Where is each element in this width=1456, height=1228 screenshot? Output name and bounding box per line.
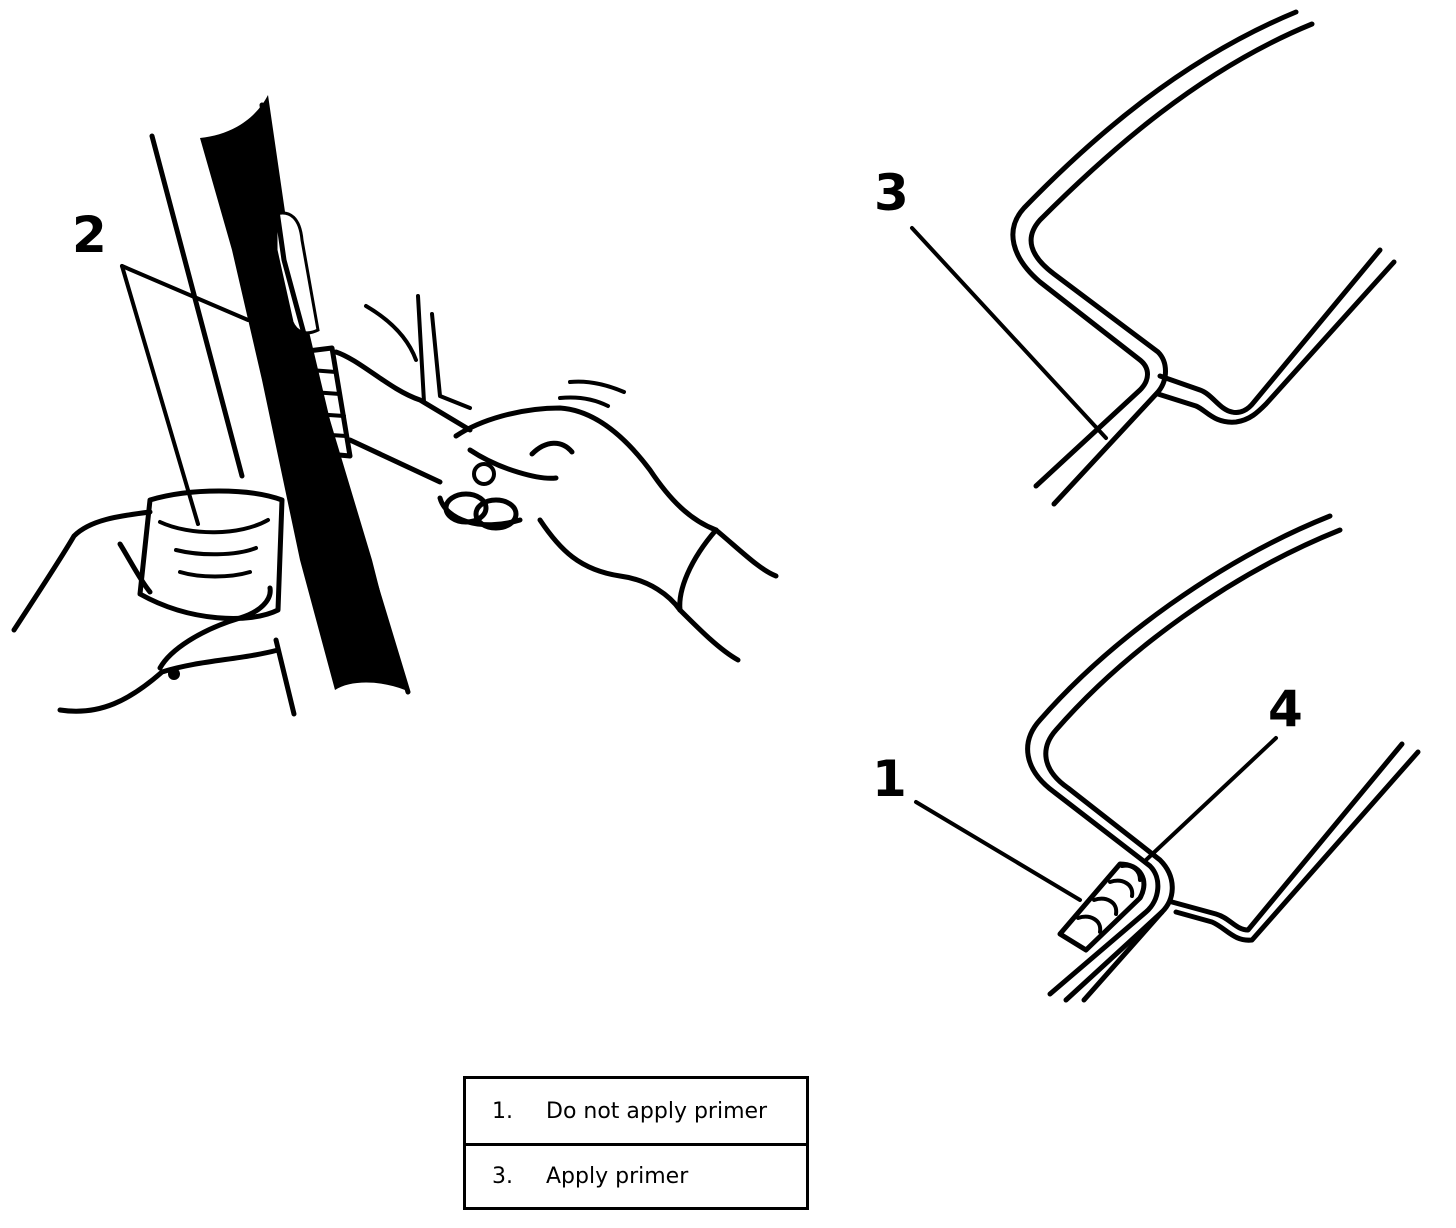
callout-4-label: 4 (1268, 680, 1303, 738)
legend-description: Apply primer (546, 1164, 689, 1189)
right-hand (453, 405, 719, 533)
callout-3-leader (910, 226, 1108, 440)
callout-3-label: 3 (874, 164, 909, 222)
legend-description: Do not apply primer (546, 1098, 768, 1124)
primer-container (137, 488, 285, 621)
cross-section-do-not-apply-primer (914, 513, 1421, 1003)
callout-1-label: 1 (872, 750, 907, 808)
left-hand (11, 509, 153, 633)
legend-number: 3. (492, 1164, 513, 1189)
legend-number: 1. (492, 1098, 513, 1124)
callout-4-leader (1144, 736, 1278, 862)
primer-application-illustration (11, 95, 779, 717)
callout-2-label: 2 (72, 206, 107, 264)
pillar-highlight (274, 211, 320, 335)
legend-table: 1. Do not apply primer 3. Apply primer (463, 1076, 809, 1210)
primer-brush (297, 345, 353, 459)
legend-row: 1. Do not apply primer (466, 1079, 806, 1143)
cross-section-apply-primer (910, 9, 1397, 507)
urethane-bead (1057, 861, 1147, 953)
legend-row: 3. Apply primer (466, 1143, 806, 1207)
callout-1-leader (914, 800, 1082, 902)
